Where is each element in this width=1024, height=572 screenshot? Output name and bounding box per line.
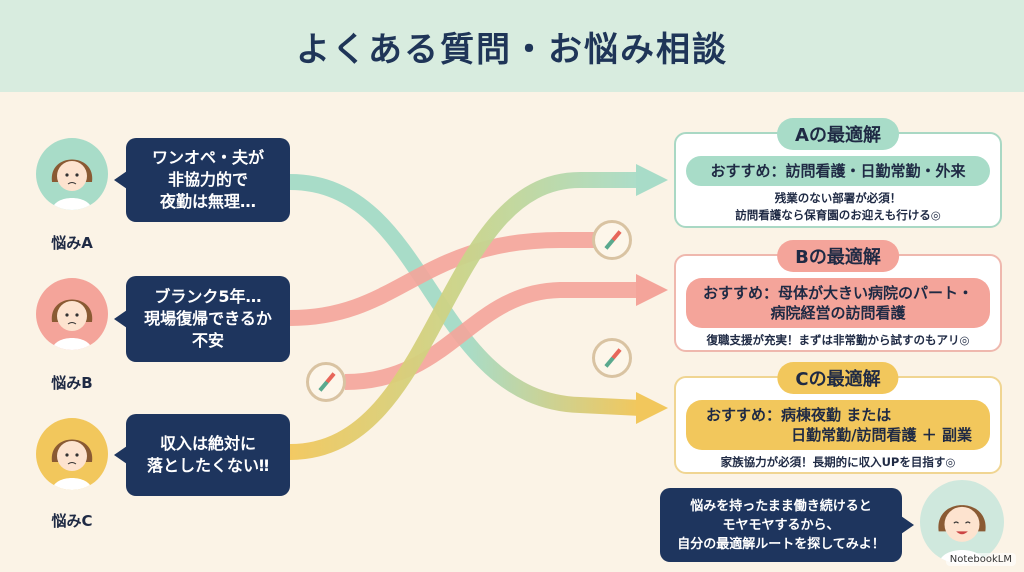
answer-card-b: Bの最適解 おすすめ：母体が大きい病院のパート・病院経営の訪問看護 復職支援が充… xyxy=(674,240,1002,352)
worry-text: 現場復帰できるか xyxy=(144,309,272,328)
answer-note: 復職支援が充実！まずは非常勤から試すのもアリ◎ xyxy=(706,333,970,347)
answer-title: Bの最適解 xyxy=(777,240,899,272)
flow-b-to-b-2 xyxy=(344,282,640,390)
answer-card-c: Cの最適解 おすすめ：病棟夜勤 または日勤常勤/訪問看護 ＋ 副業 家族協力が必… xyxy=(674,362,1002,474)
avatar xyxy=(36,138,108,210)
answer-card-a: Aの最適解 おすすめ：訪問看護・日勤常勤・外来 残業のない部署が必須！訪問看護な… xyxy=(674,118,1002,228)
compass-icon xyxy=(592,220,632,260)
compass-icon xyxy=(306,362,346,402)
worry-text: ブランク5年… xyxy=(154,287,262,306)
worry-text: 夜勤は無理… xyxy=(159,192,256,211)
worry-text: 収入は絶対に xyxy=(159,434,256,453)
worry-text: 落としたくない‼ xyxy=(146,456,270,475)
worry-bubble: ブランク5年… 現場復帰できるか不安 xyxy=(114,276,290,362)
nurse-avatar xyxy=(920,480,1004,564)
worry-text: 非協力的で xyxy=(167,170,248,189)
brand-watermark: NotebookLM xyxy=(945,553,1016,566)
answer-title: Cの最適解 xyxy=(777,362,899,394)
flow-a-to-c xyxy=(289,174,641,416)
advice-bubble: 悩みを持ったまま働き続けるとモヤモヤするから、自分の最適解ルートを探してみよ！ xyxy=(660,488,914,562)
avatar xyxy=(36,278,108,350)
arrowhead-a xyxy=(636,164,668,196)
answer-recommendation: おすすめ：病棟夜勤 または日勤常勤/訪問看護 ＋ 副業 xyxy=(686,400,990,450)
flow-c-to-a xyxy=(289,172,640,460)
answer-recommendation: おすすめ：母体が大きい病院のパート・病院経営の訪問看護 xyxy=(686,278,990,328)
arrowhead-c xyxy=(636,392,668,424)
worry-label: 悩みB xyxy=(51,374,93,392)
answer-note: 残業のない部署が必須！訪問看護なら保育園のお迎えも行ける◎ xyxy=(735,191,941,222)
worry-label: 悩みC xyxy=(51,512,93,530)
flow-b-to-b xyxy=(289,232,600,326)
arrowhead-b xyxy=(636,274,668,306)
answer-recommendation: おすすめ：訪問看護・日勤常勤・外来 xyxy=(686,156,990,186)
worry-bubble: 収入は絶対に落としたくない‼ xyxy=(114,414,290,496)
page-title: よくある質問・お悩み相談 xyxy=(296,29,728,70)
header: よくある質問・お悩み相談 xyxy=(0,0,1024,92)
avatar xyxy=(36,418,108,490)
answer-title: Aの最適解 xyxy=(777,118,899,150)
worry-text: 不安 xyxy=(191,331,224,350)
compass-icon xyxy=(592,338,632,378)
worry-label: 悩みA xyxy=(51,234,93,252)
worry-bubble: ワンオペ・夫が非協力的で夜勤は無理… xyxy=(114,138,290,222)
answer-note: 家族協力が必須！長期的に収入UPを目指す◎ xyxy=(720,455,956,469)
worry-text: ワンオペ・夫が xyxy=(151,148,264,167)
